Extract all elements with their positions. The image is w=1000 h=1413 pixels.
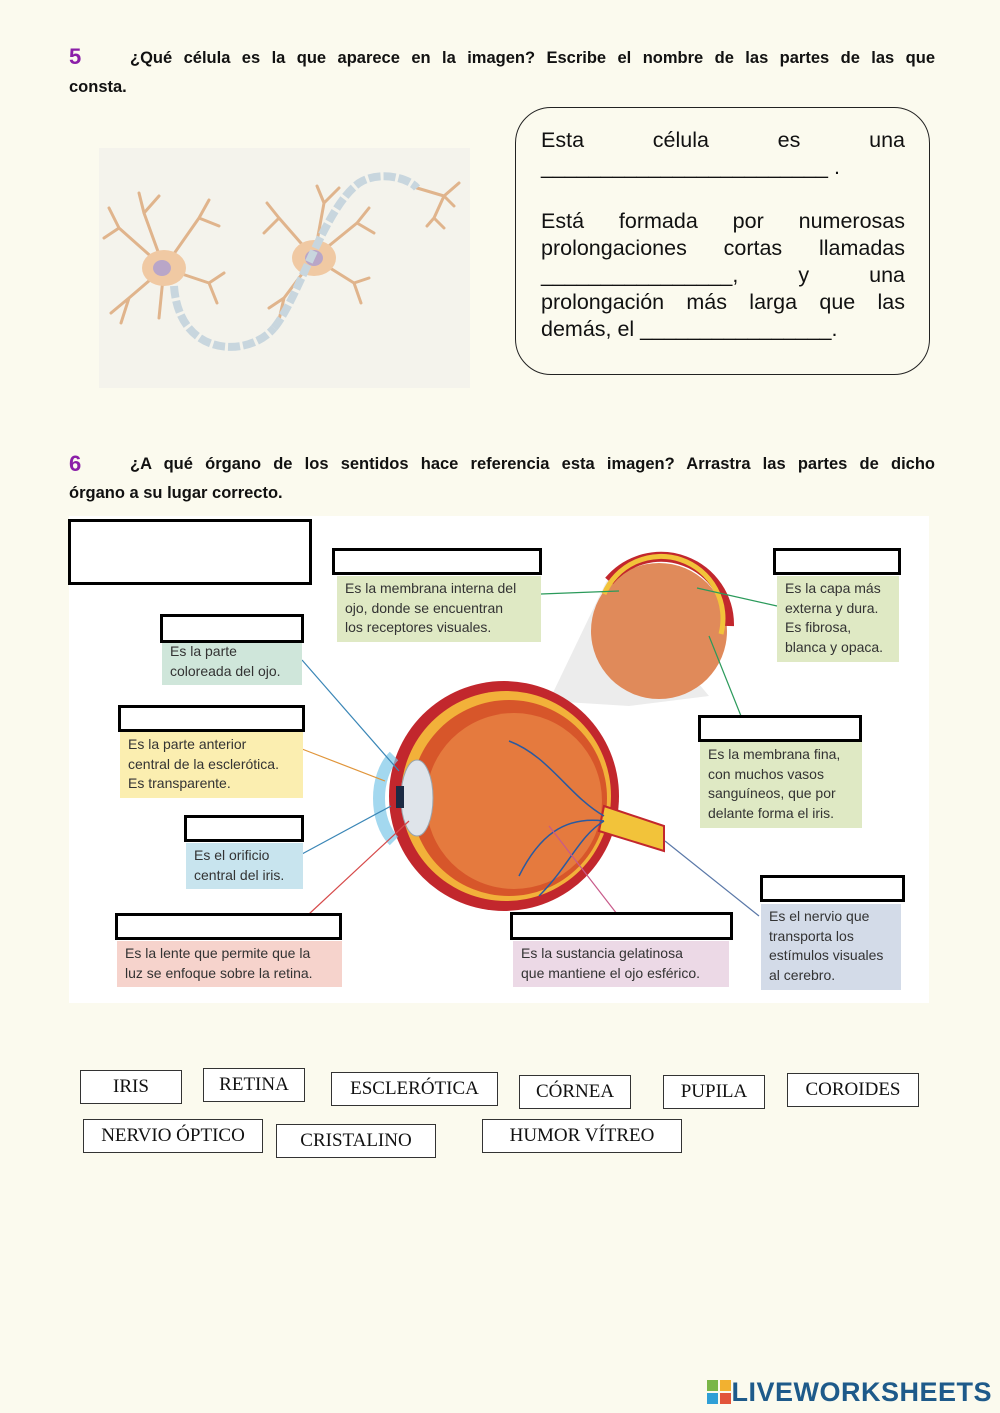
label-nervio-line: estímulos visuales [769, 947, 884, 963]
bubble-line-5: ________________, y una [541, 263, 905, 287]
label-nervio-line: Es el nervio que [769, 908, 870, 924]
drop-target-retina[interactable] [332, 548, 542, 575]
label-esclerotica-line: blanca y opaca. [785, 638, 884, 655]
question-6-number: 6 [69, 451, 82, 476]
label-esclerotica-line: Es fibrosa, [785, 619, 852, 635]
neuron-image [99, 148, 470, 388]
label-cornea-line: Es la parte anterior [128, 736, 247, 752]
drop-target-iris[interactable] [160, 614, 304, 643]
chip-esclerotica[interactable]: ESCLERÓTICA [331, 1072, 498, 1106]
label-humor-line: que mantiene el ojo esférico. [521, 964, 700, 981]
neuron-illustration [102, 172, 461, 351]
footer-brand-text: LIVEWORKSHEETS [731, 1376, 992, 1407]
label-humor-line: Es la sustancia gelatinosa [521, 945, 683, 961]
label-coroides: Es la membrana fina, con muchos vasos sa… [700, 742, 862, 828]
chip-iris[interactable]: IRIS [80, 1070, 182, 1104]
label-iris-line: coloreada del ojo. [170, 662, 281, 679]
drop-target-cristalino[interactable] [115, 913, 342, 940]
chip-retina[interactable]: RETINA [203, 1068, 305, 1102]
footer-brand: LIVEWORKSHEETS [707, 1377, 992, 1407]
label-esclerotica-line: Es la capa más [785, 580, 881, 596]
chip-cornea[interactable]: CÓRNEA [519, 1075, 631, 1109]
label-nervio-optico: Es el nervio que transporta los estímulo… [761, 904, 901, 990]
label-coroides-line: sanguíneos, que por [708, 785, 836, 801]
chip-pupila[interactable]: PUPILA [663, 1075, 765, 1109]
drop-target-coroides[interactable] [698, 715, 862, 742]
drop-target-pupila[interactable] [184, 815, 304, 842]
bubble-line-1: Esta célula es una [541, 128, 905, 152]
label-nervio-line: transporta los [769, 927, 854, 944]
label-esclerotica: Es la capa más externa y dura. Es fibros… [777, 576, 899, 662]
label-coroides-line: delante forma el iris. [708, 804, 835, 821]
chip-cristalino[interactable]: CRISTALINO [276, 1124, 436, 1158]
label-nervio-line: al cerebro. [769, 966, 836, 983]
question-6-text: ¿A qué órgano de los sentidos hace refer… [130, 450, 935, 479]
label-cornea-line: Es transparente. [128, 775, 231, 791]
answer-bubble [515, 107, 930, 375]
chip-humor-vitreo[interactable]: HUMOR VÍTREO [482, 1119, 682, 1153]
label-pupila-line: Es el orificio [194, 847, 270, 863]
drop-target-nervio-optico[interactable] [760, 875, 905, 902]
question-5-line-1: ¿Qué célula es la que aparece en la imag… [130, 49, 935, 67]
bubble-line-6: prolongación más larga que las [541, 290, 905, 314]
bubble-line-4: prolongaciones cortas llamadas [541, 236, 905, 260]
label-retina-line: Es la membrana interna del [345, 580, 517, 596]
drop-target-cornea[interactable] [118, 705, 305, 732]
label-esclerotica-line: externa y dura. [785, 599, 879, 616]
bubble-line-2: ________________________ . [541, 155, 840, 179]
label-iris: Es la parte coloreada del ojo. [162, 639, 302, 685]
drop-target-humor-vitreo[interactable] [510, 912, 733, 940]
label-humor-vitreo: Es la sustancia gelatinosa que mantiene … [513, 941, 729, 987]
question-6-line-2: órgano a su lugar correcto. [69, 484, 283, 502]
question-5-number: 5 [69, 44, 82, 69]
eye-illustration [301, 551, 778, 917]
label-cornea: Es la parte anterior central de la escle… [120, 732, 303, 798]
label-retina-line: ojo, donde se encuentran [345, 599, 504, 616]
bubble-line-7: demás, el ________________. [541, 317, 838, 341]
label-iris-line: Es la parte [170, 643, 237, 659]
label-coroides-line: con muchos vasos [708, 765, 824, 782]
organ-answer-box[interactable] [68, 519, 312, 585]
question-6-line-1: ¿A qué órgano de los sentidos hace refer… [130, 455, 935, 473]
question-5-text: ¿Qué célula es la que aparece en la imag… [130, 44, 935, 73]
label-coroides-line: Es la membrana fina, [708, 746, 841, 762]
liveworksheets-logo-icon [707, 1380, 732, 1404]
label-pupila-line: central del iris. [194, 866, 285, 883]
drop-target-esclerotica[interactable] [773, 548, 901, 575]
label-retina-line: los receptores visuales. [345, 619, 492, 635]
question-5-line-2: consta. [69, 78, 127, 96]
label-cristalino-line: luz se enfoque sobre la retina. [125, 964, 313, 981]
label-cornea-line: central de la esclerótica. [128, 755, 279, 772]
label-pupila: Es el orificio central del iris. [186, 843, 303, 889]
chip-coroides[interactable]: COROIDES [787, 1073, 919, 1107]
chip-nervio-optico[interactable]: NERVIO ÓPTICO [83, 1119, 263, 1153]
label-cristalino-line: Es la lente que permite que la [125, 945, 311, 961]
label-retina: Es la membrana interna del ojo, donde se… [337, 576, 541, 642]
bubble-line-3: Está formada por numerosas [541, 209, 905, 233]
label-cristalino: Es la lente que permite que la luz se en… [117, 941, 342, 987]
